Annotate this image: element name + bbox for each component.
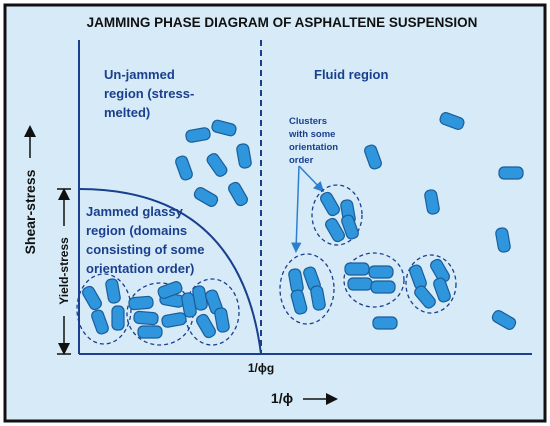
particle-disc <box>368 265 394 279</box>
particle-disc <box>439 112 465 130</box>
particle-disc <box>433 277 451 303</box>
particle-disc <box>161 312 187 328</box>
particle-disc <box>133 310 159 326</box>
unjammed-region-label: Un-jammed region (stress- melted) <box>104 67 198 120</box>
particle-disc <box>491 310 517 330</box>
particle-disc <box>364 144 382 170</box>
particle-disc <box>414 285 436 309</box>
particle-disc <box>344 262 370 276</box>
particle-disc <box>424 189 440 215</box>
y-axis-label: Shear-stress <box>22 169 38 254</box>
particle-disc <box>341 214 359 240</box>
particle-disc <box>430 258 450 284</box>
particles <box>82 112 524 339</box>
particle-disc <box>320 191 340 217</box>
particle-disc <box>185 127 211 143</box>
clusters-annotation: Clusters with some orientation order <box>288 116 341 166</box>
x-axis-label: 1/ϕ <box>271 390 293 406</box>
jammed-region-label: Jammed glassy region (domains consisting… <box>86 204 208 276</box>
x-marker-label: 1/ϕg <box>248 361 274 375</box>
particle-disc <box>370 280 396 294</box>
particle-disc <box>290 289 308 315</box>
yield-stress-boundary <box>78 188 262 355</box>
particle-disc <box>228 181 248 207</box>
cluster-outline <box>343 252 405 308</box>
particle-disc <box>82 285 102 311</box>
particle-disc <box>372 316 398 330</box>
particle-disc <box>495 227 511 253</box>
cluster-outline <box>311 184 363 246</box>
particle-disc <box>347 277 373 291</box>
particle-disc <box>498 166 524 180</box>
particle-disc <box>137 325 163 339</box>
particle-disc <box>196 313 216 339</box>
particle-disc <box>236 143 252 169</box>
particle-disc <box>206 153 228 177</box>
particle-disc <box>175 155 193 181</box>
particle-disc <box>214 307 230 333</box>
particle-disc <box>157 281 183 299</box>
cluster-outline <box>405 254 457 314</box>
particle-disc <box>310 285 326 311</box>
particle-disc <box>325 217 345 243</box>
annotation-arrow-lower <box>291 165 302 253</box>
particle-disc <box>211 119 237 137</box>
particle-disc <box>105 278 121 304</box>
particle-disc <box>91 309 109 335</box>
cluster-outline <box>279 253 335 325</box>
particle-disc <box>111 305 125 331</box>
fluid-region-label: Fluid region <box>314 67 388 82</box>
particle-disc <box>128 295 154 311</box>
particle-disc <box>193 187 219 207</box>
yield-stress-label: Yield-stress <box>57 237 71 305</box>
annotation-arrow-upper <box>298 165 325 193</box>
diagram-frame <box>3 3 547 423</box>
diagram-title: JAMMING PHASE DIAGRAM OF ASPHALTENE SUSP… <box>87 15 478 30</box>
